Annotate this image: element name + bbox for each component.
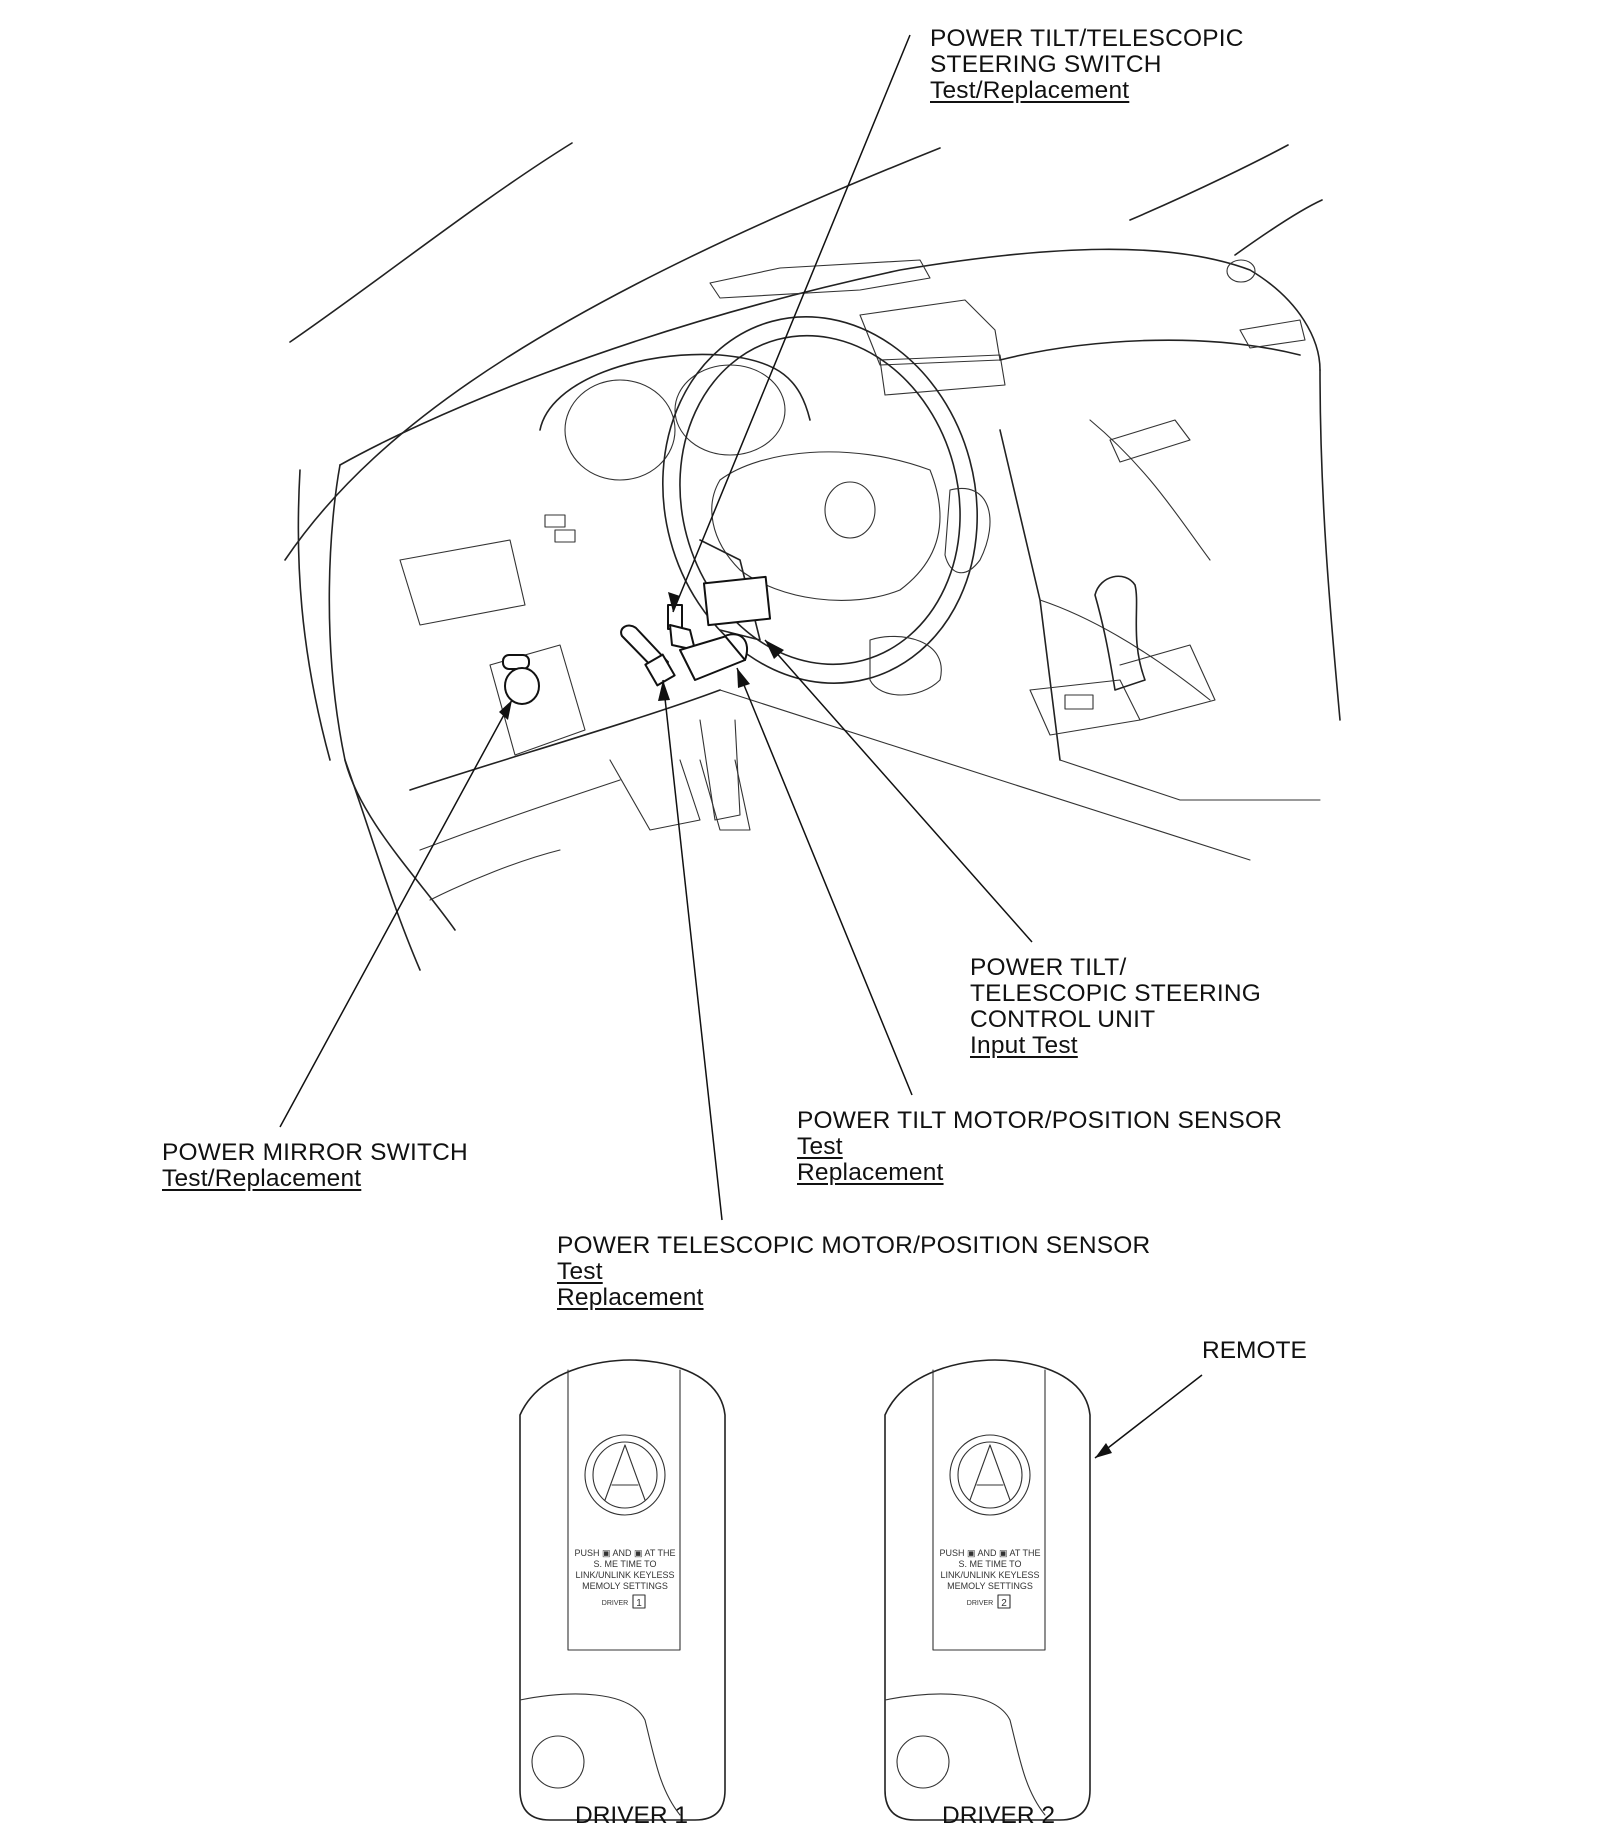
- tilt-motor-part: [679, 633, 748, 681]
- fob-instruction-line: PUSH ▣ AND ▣ AT THE: [574, 1548, 675, 1558]
- link-telescopic-motor-test[interactable]: Test: [557, 1258, 603, 1285]
- acura-logo-icon: [584, 1434, 666, 1516]
- leader-lines: [279, 34, 1203, 1459]
- callout-title: POWER TILT MOTOR/POSITION SENSOR: [797, 1107, 1283, 1134]
- fob-instruction-line: LINK/UNLINK KEYLESS: [940, 1570, 1039, 1580]
- link-telescopic-motor-replacement[interactable]: Replacement: [557, 1284, 704, 1311]
- acura-logo-icon: [949, 1434, 1031, 1516]
- remote-label: REMOTE: [1202, 1337, 1307, 1364]
- control-unit-part: [702, 575, 772, 627]
- callout-title: POWER TILT/ TELESCOPIC STEERING CONTROL …: [970, 954, 1262, 1033]
- telescopic-motor-part: [620, 624, 676, 687]
- windshield-line: [289, 142, 573, 343]
- remote-fob-2: PUSH ▣ AND ▣ AT THE S. ME TIME TO LINK/U…: [884, 1359, 1091, 1821]
- callout-mirror-switch: POWER MIRROR SWITCH Test/Replacement: [162, 1140, 468, 1192]
- center-console: [999, 429, 1061, 761]
- gear-shifter: [1094, 575, 1146, 691]
- fob-instruction-line: MEMOLY SETTINGS: [947, 1581, 1033, 1591]
- callout-tilt-motor: POWER TILT MOTOR/POSITION SENSOR Test Re…: [797, 1108, 1282, 1186]
- fob-driver-prefix: DRIVER: [967, 1600, 993, 1607]
- fob-instruction-line: PUSH ▣ AND ▣ AT THE: [939, 1548, 1040, 1558]
- fob-instruction-line: S. ME TIME TO: [593, 1559, 656, 1569]
- callout-title: POWER MIRROR SWITCH: [162, 1139, 468, 1166]
- fob-driver-number: 2: [1001, 1598, 1007, 1609]
- fob-driver-prefix: DRIVER: [602, 1600, 628, 1607]
- fob-caption-1: DRIVER 1: [575, 1802, 689, 1829]
- steering-wheel: [662, 316, 978, 684]
- link-tilt-motor-test[interactable]: Test: [797, 1133, 843, 1160]
- link-control-unit-input-test[interactable]: Input Test: [970, 1032, 1078, 1059]
- dash-top: [339, 248, 1321, 466]
- callout-title: POWER TELESCOPIC MOTOR/POSITION SENSOR: [557, 1232, 1151, 1259]
- gauge-cluster: [539, 353, 811, 431]
- mirror-switch-panel: [489, 644, 586, 756]
- fob-instruction-line: LINK/UNLINK KEYLESS: [575, 1570, 674, 1580]
- fob-caption-2: DRIVER 2: [942, 1802, 1056, 1829]
- fob-driver-number: 1: [636, 1598, 642, 1609]
- link-mirror-switch-test-replacement[interactable]: Test/Replacement: [162, 1165, 362, 1192]
- callout-control-unit: POWER TILT/ TELESCOPIC STEERING CONTROL …: [970, 955, 1261, 1059]
- link-tilt-motor-replacement[interactable]: Replacement: [797, 1159, 944, 1186]
- callout-steering-switch: POWER TILT/TELESCOPIC STEERING SWITCH Te…: [930, 26, 1244, 104]
- link-steering-switch-test-replacement[interactable]: Test/Replacement: [930, 77, 1130, 104]
- steering-switch-part: [667, 604, 696, 651]
- remote-fob-1: PUSH ▣ AND ▣ AT THE S. ME TIME TO LINK/U…: [519, 1359, 726, 1821]
- fob-instruction-line: MEMOLY SETTINGS: [582, 1581, 668, 1591]
- mirror-switch-part: [502, 654, 540, 705]
- callout-telescopic-motor: POWER TELESCOPIC MOTOR/POSITION SENSOR T…: [557, 1233, 1150, 1311]
- fob-instruction-line: S. ME TIME TO: [958, 1559, 1021, 1569]
- callout-title: POWER TILT/TELESCOPIC STEERING SWITCH: [930, 25, 1244, 78]
